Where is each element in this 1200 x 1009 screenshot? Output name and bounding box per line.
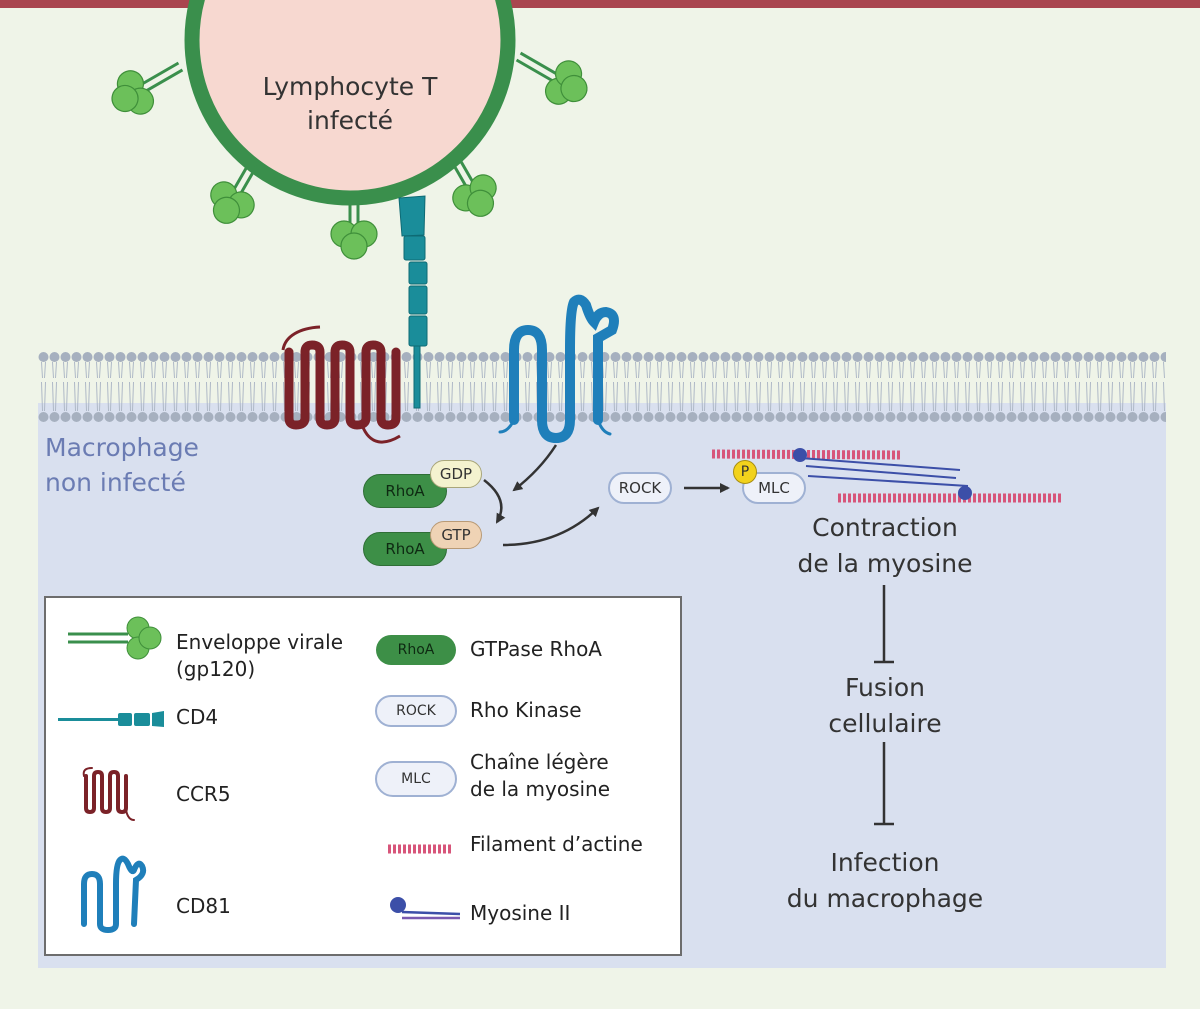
legend-box: RhoA ROCK MLC Enveloppe virale (gp120) C…	[44, 596, 682, 956]
step2-line2: cellulaire	[828, 709, 942, 738]
legend-rhoa-icon-shape	[376, 635, 456, 665]
ccr5-receptor	[281, 325, 401, 444]
arrow-gdp-to-gtp	[483, 479, 506, 524]
legend-envelope-label: Enveloppe virale (gp120)	[176, 629, 343, 683]
gp120-4	[448, 153, 497, 217]
arrow-gtp-to-rock	[502, 506, 600, 547]
step2-line1: Fusion	[845, 673, 925, 702]
legend-mlc-icon-shape	[375, 761, 457, 797]
step1-line1: Contraction	[812, 513, 958, 542]
step-myosin-contraction: Contraction de la myosine	[735, 510, 1035, 582]
phosphate-badge: P	[733, 460, 757, 484]
signaling-arrows	[483, 444, 730, 547]
myosin-head-right	[958, 486, 972, 500]
legend-rock-icon-label: ROCK	[396, 703, 436, 719]
step-cell-fusion: Fusion cellulaire	[735, 670, 1035, 742]
step3-line2: du macrophage	[786, 884, 984, 913]
legend-actin-desc: Filament d’actine	[470, 832, 643, 856]
legend-mlc-desc: Chaîne légère de la myosine	[470, 749, 610, 803]
step-macrophage-infection: Infection du macrophage	[735, 845, 1035, 917]
rock-node: ROCK	[608, 472, 672, 504]
gp120-3	[330, 192, 378, 260]
gp120-2	[210, 160, 259, 224]
legend-gp120-icon	[68, 616, 162, 660]
legend-rock-desc: Rho Kinase	[470, 698, 582, 722]
macrophage-title-line1: Macrophage	[45, 433, 199, 462]
gp120-group	[111, 51, 588, 260]
legend-ccr5-label: CCR5	[176, 782, 231, 806]
legend-rock-icon-shape	[375, 695, 457, 727]
cd4-receptor	[398, 195, 428, 409]
gp120-1	[111, 61, 184, 115]
legend-icons	[58, 616, 461, 934]
legend-myosin-icon	[390, 897, 461, 920]
gtp-badge: GTP	[430, 521, 482, 549]
myosin-fiber	[799, 457, 969, 487]
rhoa-gdp-node: RhoA	[363, 474, 447, 508]
legend-rhoa-icon-label: RhoA	[397, 642, 435, 658]
legend-rhoa-desc: GTPase RhoA	[470, 637, 602, 661]
legend-envelope-line1: Enveloppe virale	[176, 630, 344, 654]
lymphocyte-title: Lymphocyte T infecté	[200, 70, 500, 138]
macrophage-title-line2: non infecté	[45, 468, 186, 497]
legend-cd4-label: CD4	[176, 705, 219, 729]
step3-line1: Infection	[830, 848, 940, 877]
legend-cd81-label: CD81	[176, 894, 231, 918]
actomyosin-complex	[711, 448, 1062, 503]
legend-mlc-desc-line1: Chaîne légère	[470, 750, 609, 774]
arrow-cd81-to-gdp	[512, 444, 558, 492]
legend-cd81-icon	[81, 855, 147, 934]
legend-myosin-desc: Myosine II	[470, 901, 571, 925]
cd81-receptor	[498, 294, 619, 444]
actin-filament-top	[711, 449, 901, 460]
gp120-5	[515, 51, 588, 105]
macrophage-title: Macrophage non infecté	[45, 430, 199, 500]
inhibition-connectors	[874, 585, 894, 826]
legend-cd4-icon	[58, 711, 164, 727]
top-accent-bar	[0, 0, 1200, 8]
legend-mlc-icon-label: MLC	[401, 771, 431, 787]
legend-envelope-line2: (gp120)	[176, 657, 256, 681]
myosin-head-left	[793, 448, 807, 462]
lymphocyte-title-line1: Lymphocyte T	[262, 72, 438, 101]
gdp-badge: GDP	[430, 460, 482, 488]
legend-ccr5-icon	[82, 767, 135, 821]
step1-line2: de la myosine	[797, 549, 973, 578]
legend-mlc-desc-line2: de la myosine	[470, 777, 611, 801]
lymphocyte-title-line2: infecté	[307, 106, 393, 135]
